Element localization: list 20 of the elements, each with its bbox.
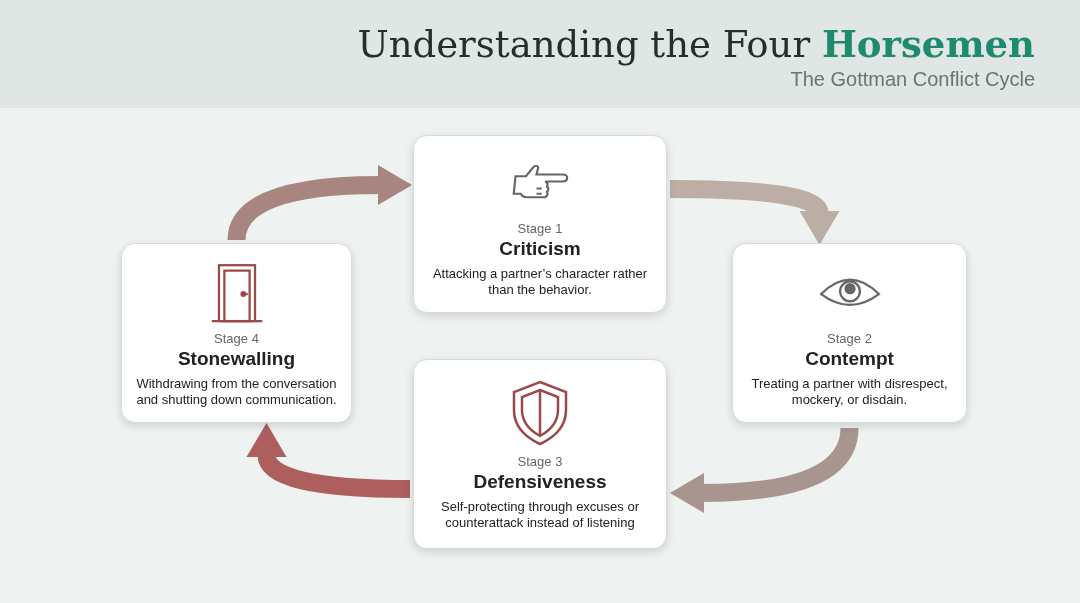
- stage-number: Stage 1: [517, 220, 563, 236]
- stage-description: Attacking a partner’s character rather than the behavior.: [431, 265, 649, 298]
- stage-number: Stage 2: [827, 330, 872, 346]
- stage-number: Stage 4: [214, 330, 259, 346]
- title: Understanding the Four Horsemen: [357, 22, 1035, 66]
- stage-card: [413, 359, 667, 549]
- stage-card: [732, 243, 967, 423]
- stage-description: Withdrawing from the conversation and shutting down communication.: [135, 375, 338, 408]
- stage-card: [413, 135, 667, 313]
- stage-description: Treating a partner with disrespect, mockery, or disdain.: [750, 375, 949, 408]
- cycle-arrow: [247, 423, 411, 498]
- stage-name: Contempt: [805, 347, 894, 370]
- cycle-arrow: [669, 180, 839, 244]
- stage-name: Defensiveness: [473, 471, 607, 493]
- stage-card: [121, 243, 352, 423]
- stage-description: Self-protecting through excuses or counterattack instead of listening: [440, 499, 640, 532]
- subtitle: The Gottman Conflict Cycle: [790, 68, 1035, 91]
- stage-name: Criticism: [499, 237, 581, 260]
- stage-number: Stage 3: [517, 454, 563, 469]
- stage-name: Stonewalling: [177, 347, 296, 370]
